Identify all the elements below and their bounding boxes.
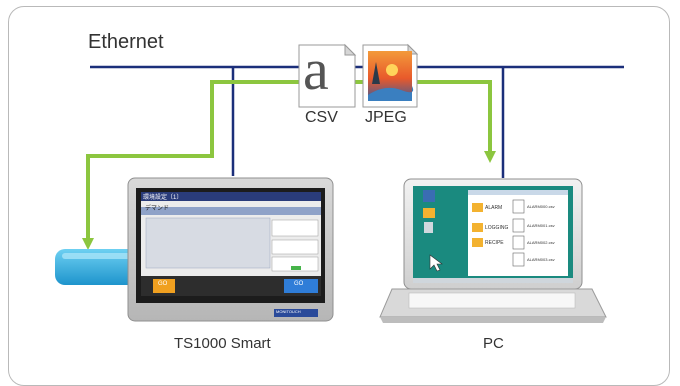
hmi-go-left: GO bbox=[158, 281, 168, 287]
arrow-down-pc bbox=[484, 151, 496, 163]
hmi-label: TS1000 Smart bbox=[174, 335, 271, 352]
jpeg-label: JPEG bbox=[365, 109, 407, 126]
pc-folder-2: RECIPE bbox=[485, 240, 504, 246]
hmi-screen-title: 環境設定〔1〕 bbox=[143, 195, 183, 201]
network-diagram bbox=[55, 43, 624, 323]
pc-folder-1: LOGGING bbox=[485, 225, 509, 231]
csv-label: CSV bbox=[305, 109, 338, 126]
jpeg-file-icon bbox=[362, 43, 419, 108]
pc-label: PC bbox=[483, 335, 504, 352]
pc-file-3: ALARM003.csv bbox=[527, 257, 555, 262]
pc-file-2: ALARM002.csv bbox=[527, 240, 555, 245]
ethernet-label: Ethernet bbox=[88, 31, 164, 53]
pc-folder-0: ALARM bbox=[485, 205, 503, 211]
transfer-path bbox=[86, 80, 492, 242]
laptop-pc bbox=[379, 178, 607, 323]
csv-file-icon bbox=[298, 43, 357, 108]
pc-folders bbox=[472, 203, 483, 247]
arrow-down-usb bbox=[82, 238, 94, 250]
pc-file-0: ALARM000.csv bbox=[527, 204, 555, 209]
hmi-device bbox=[127, 177, 334, 322]
pc-file-icons bbox=[512, 199, 525, 267]
csv-glyph: a bbox=[303, 37, 329, 102]
hmi-brand: MONITOUCH bbox=[276, 309, 301, 314]
hmi-screen-section: デマンド bbox=[145, 206, 170, 212]
hmi-go-right: GO bbox=[294, 281, 304, 287]
pc-file-1: ALARM001.csv bbox=[527, 223, 555, 228]
